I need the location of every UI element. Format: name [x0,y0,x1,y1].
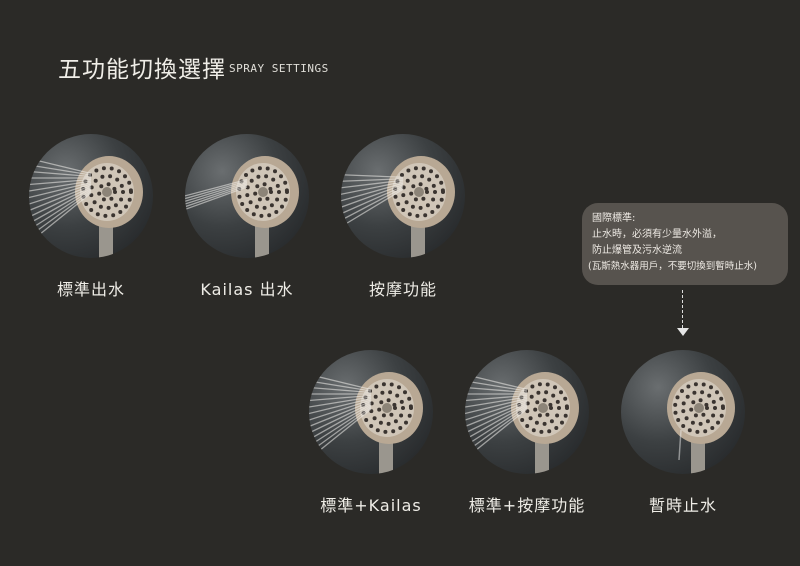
note-line: 國際標準: [592,213,636,224]
note-line: 止水時，必須有少量水外溢， [592,229,722,240]
label-standard: 標準出水 [56,280,125,299]
label-kailas: Kailas 出水 [200,280,294,299]
page-subtitle: SPRAY SETTINGS [229,62,329,75]
shower-head-icon [341,156,455,258]
spray-photo-standard[interactable] [29,134,153,258]
spray-photo-pause[interactable] [621,350,745,474]
label-pause: 暫時止水 [648,496,717,515]
spray-photo-massage[interactable] [341,134,465,258]
label-standard-massage: 標準+按摩功能 [468,496,586,515]
spray-photo-standard-massage[interactable] [465,350,589,474]
spray-photo-standard-kailas[interactable] [309,350,433,474]
spray-photo-kailas[interactable] [185,134,309,258]
label-standard-kailas: 標準+Kailas [320,496,422,515]
standard-note-tooltip: 國際標準: 止水時，必須有少量水外溢， 防止爆管及污水逆流 (瓦斯熱水器用戶，不… [582,203,788,285]
dashed-arrow-line [682,290,683,328]
note-line: 防止爆管及污水逆流 [592,245,682,256]
arrow-down-icon [677,328,689,336]
shower-head-icon [185,156,299,258]
shower-head-icon [667,372,735,474]
label-massage: 按摩功能 [368,280,437,299]
shower-head-icon [309,372,423,474]
note-line: (瓦斯熱水器用戶，不要切換到暫時止水) [588,261,757,272]
shower-head-icon [29,156,143,258]
page-title: 五功能切換選擇 [58,57,226,83]
shower-head-icon [465,372,579,474]
